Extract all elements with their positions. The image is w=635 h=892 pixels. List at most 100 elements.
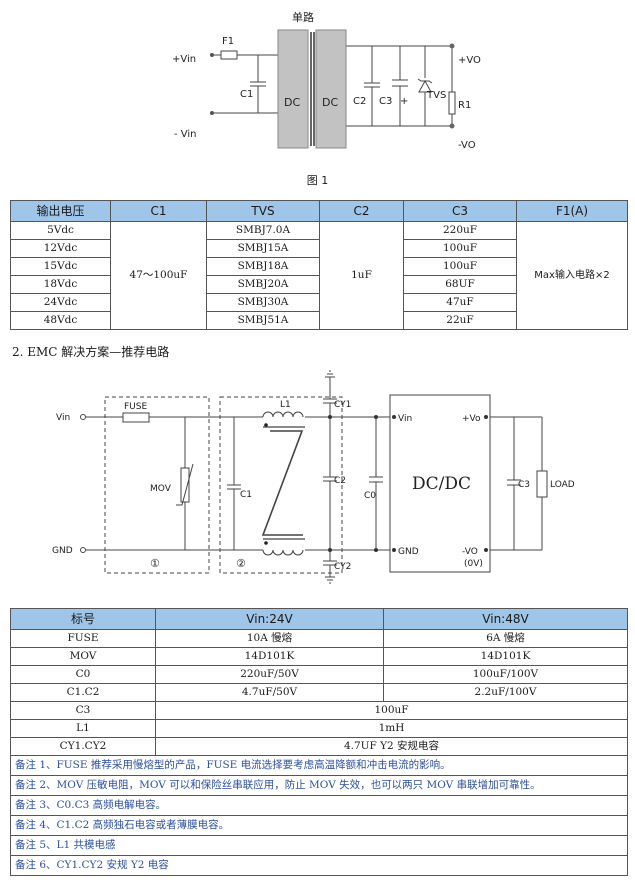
label-cell: MOV — [10, 647, 156, 666]
label-dc-right: DC — [322, 96, 338, 109]
value-48v-cell: 2.2uF/100V — [383, 683, 628, 702]
note-cell: 备注 1、FUSE 推荐采用慢熔型的产品，FUSE 电流选择要考虑高温降额和冲击… — [10, 755, 628, 776]
label-pin-0v: (0V) — [464, 559, 483, 569]
figure-caption: 图 1 — [306, 174, 329, 187]
label-c2: C2 — [353, 96, 366, 107]
tvs-cell: SMBJ15A — [206, 239, 320, 258]
note-row: 备注 6、CY1.CY2 安规 Y2 电容 — [10, 855, 628, 876]
table-header-row: 标号 Vin:24V Vin:48V — [10, 608, 628, 630]
note-row: 备注 1、FUSE 推荐采用慢熔型的产品，FUSE 电流选择要考虑高温降额和冲击… — [10, 755, 628, 776]
note-row: 备注 2、MOV 压敏电阻，MOV 可以和保险丝串联应用，防止 MOV 失效，也… — [10, 775, 628, 796]
table-row: L1 1mH — [10, 719, 628, 738]
label-c1: C1 — [240, 490, 252, 500]
vout-cell: 5Vdc — [10, 221, 111, 240]
label-vin: Vin — [56, 413, 70, 423]
label-gnd: GND — [52, 546, 73, 556]
label-c3: C3 — [379, 96, 392, 107]
header-cell: F1(A) — [516, 200, 628, 222]
header-cell: Vin:48V — [383, 608, 628, 630]
header-cell: Vin:24V — [155, 608, 384, 630]
tvs-cell: SMBJ30A — [206, 293, 320, 312]
label-fuse: FUSE — [124, 402, 147, 412]
value-24v-cell: 10A 慢熔 — [155, 629, 384, 648]
header-cell: 标号 — [10, 608, 156, 630]
label-zone-2: ② — [236, 557, 246, 570]
note-cell: 备注 6、CY1.CY2 安规 Y2 电容 — [10, 855, 628, 876]
table-row: CY1.CY2 4.7UF Y2 安规电容 — [10, 737, 628, 756]
table-row: 15Vdc SMBJ18A 100uF — [10, 257, 628, 276]
label-f1: F1 — [222, 36, 234, 47]
label-c1: C1 — [240, 89, 253, 100]
table-row: C1.C2 4.7uF/50V 2.2uF/100V — [10, 683, 628, 702]
label-mov: MOV — [150, 484, 172, 494]
label-l1: L1 — [280, 400, 291, 410]
value-cell: 1mH — [155, 719, 628, 738]
table-row: FUSE 10A 慢熔 6A 慢熔 — [10, 629, 628, 648]
c3-cell: 100uF — [403, 257, 517, 276]
note-cell: 备注 5、L1 共模电感 — [10, 835, 628, 856]
c3-cell: 47uF — [403, 293, 517, 312]
label-single: 单路 — [292, 11, 314, 24]
label-vin-neg: - Vin — [174, 129, 197, 140]
header-cell: C2 — [319, 200, 404, 222]
label-vo-neg: -VO — [458, 140, 476, 151]
label-pin-vo-neg: -VO — [462, 547, 478, 557]
tvs-cell: SMBJ7.0A — [206, 221, 320, 240]
c3-cell: 220uF — [403, 221, 517, 240]
label-cell: L1 — [10, 719, 156, 738]
label-cell: C3 — [10, 701, 156, 720]
label-zone-1: ① — [150, 557, 160, 570]
f1-cell: Max输入电路×2 — [516, 221, 628, 330]
tvs-cell: SMBJ51A — [206, 311, 320, 330]
table-row: C3 100uF — [10, 701, 628, 720]
value-cell: 4.7UF Y2 安规电容 — [155, 737, 628, 756]
header-cell: 输出电压 — [10, 200, 111, 222]
header-cell: C3 — [403, 200, 517, 222]
table-row: 48Vdc SMBJ51A 22uF — [10, 311, 628, 330]
label-vin-pos: +Vin — [172, 54, 196, 65]
label-cell: C0 — [10, 665, 156, 684]
single-output-circuit-diagram: 单路 F1 +Vin - Vin C1 DC DC C2 C3 + TVS R1… — [172, 11, 481, 151]
label-c2: C2 — [334, 476, 346, 486]
label-cy2: CY2 — [334, 562, 351, 572]
value-48v-cell: 6A 慢熔 — [383, 629, 628, 648]
vout-cell: 48Vdc — [10, 311, 111, 330]
tvs-cell: SMBJ18A — [206, 257, 320, 276]
component-selection-table: 输出电压 C1 TVS C2 C3 F1(A) 5Vdc 47～100uF SM… — [10, 200, 628, 330]
value-24v-cell: 4.7uF/50V — [155, 683, 384, 702]
label-dcdc: DC/DC — [412, 474, 471, 494]
note-cell: 备注 4、C1.C2 高频独石电容或者薄膜电容。 — [10, 815, 628, 836]
label-tvs: TVS — [426, 90, 446, 101]
c2-cell: 1uF — [319, 221, 404, 330]
label-pin-vin: Vin — [398, 414, 412, 424]
label-r1: R1 — [458, 100, 471, 111]
label-load: LOAD — [550, 480, 575, 490]
label-vo-pos: +VO — [458, 55, 481, 66]
label-c3-plus: + — [400, 96, 408, 107]
tvs-cell: SMBJ20A — [206, 275, 320, 294]
vout-cell: 24Vdc — [10, 293, 111, 312]
c3-cell: 68UF — [403, 275, 517, 294]
header-cell: C1 — [110, 200, 207, 222]
label-pin-gnd: GND — [398, 547, 419, 557]
value-cell: 100uF — [155, 701, 628, 720]
label-cell: FUSE — [10, 629, 156, 648]
vout-cell: 18Vdc — [10, 275, 111, 294]
table-row: C0 220uF/50V 100uF/100V — [10, 665, 628, 684]
label-cell: C1.C2 — [10, 683, 156, 702]
note-cell: 备注 3、C0.C3 高频电解电容。 — [10, 795, 628, 816]
vout-cell: 15Vdc — [10, 257, 111, 276]
vout-cell: 12Vdc — [10, 239, 111, 258]
label-pin-vo-pos: +Vo — [462, 414, 481, 424]
value-24v-cell: 220uF/50V — [155, 665, 384, 684]
label-dc-left: DC — [284, 96, 300, 109]
label-c0: C0 — [364, 491, 376, 501]
header-cell: TVS — [206, 200, 320, 222]
note-row: 备注 5、L1 共模电感 — [10, 835, 628, 856]
c3-cell: 100uF — [403, 239, 517, 258]
section-heading: 2. EMC 解决方案—推荐电路 — [12, 345, 170, 359]
table-row: 5Vdc 47～100uF SMBJ7.0A 1uF 220uF Max输入电路… — [10, 221, 628, 330]
emc-circuit-diagram: Vin GND FUSE MOV C1 L1 C2 CY1 CY2 C0 Vin… — [52, 370, 575, 584]
note-row: 备注 3、C0.C3 高频电解电容。 — [10, 795, 628, 816]
label-cell: CY1.CY2 — [10, 737, 156, 756]
